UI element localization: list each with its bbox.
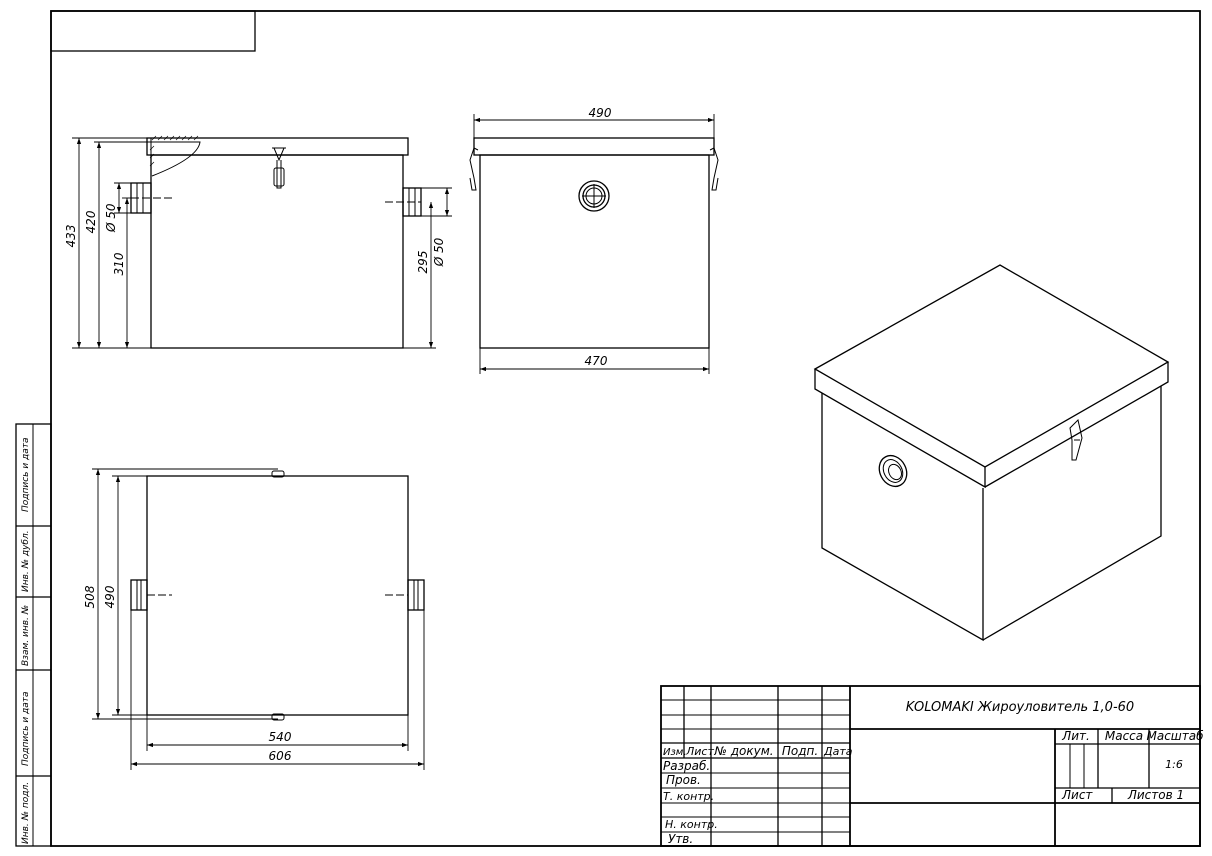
col-izm: Изм. bbox=[663, 747, 687, 758]
stamp-signature-date-1: Подпись и дата bbox=[21, 437, 31, 512]
title-block: KOLOMAKI Жироуловитель 1,0-60 Изм. Лист … bbox=[660, 685, 1204, 847]
row-prov: Пров. bbox=[666, 773, 701, 787]
dim-inlet-d50: Ø 50 bbox=[104, 203, 118, 233]
isometric-view bbox=[813, 264, 1170, 642]
dim-310: 310 bbox=[112, 252, 126, 275]
stamp-signature-date-2: Подпись и дата bbox=[21, 691, 31, 766]
side-stamp: Подпись и дата Инв. № дубл. Взам. инв. №… bbox=[15, 423, 52, 847]
row-t-kontr: Т. контр. bbox=[663, 790, 714, 803]
plan-view: 508 490 540 606 bbox=[83, 468, 425, 770]
lit-label: Лит. bbox=[1061, 729, 1090, 743]
col-signature: Подп. bbox=[782, 744, 818, 758]
dim-outlet-d50: Ø 50 bbox=[432, 237, 446, 267]
dim-front-490: 490 bbox=[589, 106, 612, 120]
drawing-frame bbox=[50, 10, 1201, 847]
sheet-label: Лист bbox=[1061, 788, 1093, 802]
stamp-inv-dubl: Инв. № дубл. bbox=[21, 530, 31, 592]
scale-label: Масштаб bbox=[1146, 729, 1204, 743]
row-n-kontr: Н. контр. bbox=[665, 818, 718, 831]
dim-plan-540: 540 bbox=[269, 730, 292, 744]
row-utv: Утв. bbox=[668, 832, 693, 846]
dim-420: 420 bbox=[84, 210, 98, 233]
dim-295: 295 bbox=[416, 251, 430, 274]
stamp-vzam-inv: Взам. инв. № bbox=[21, 605, 31, 666]
dim-plan-490: 490 bbox=[103, 585, 117, 608]
top-left-empty-box bbox=[50, 10, 256, 52]
dim-plan-508: 508 bbox=[83, 585, 97, 608]
sheets-count-label: Листов 1 bbox=[1127, 788, 1184, 802]
front-view: 490 470 bbox=[469, 106, 719, 374]
row-razrab: Разраб. bbox=[663, 759, 710, 773]
side-view: 433 420 310 Ø 50 Ø 50 295 bbox=[64, 135, 452, 349]
dim-front-470: 470 bbox=[585, 354, 608, 368]
mass-label: Масса bbox=[1105, 729, 1143, 743]
stamp-inv-podl: Инв. № подл. bbox=[21, 782, 31, 844]
scale-value: 1:6 bbox=[1165, 758, 1183, 771]
dim-433: 433 bbox=[64, 225, 78, 248]
col-doc-number: № докум. bbox=[713, 744, 773, 758]
col-list: Лист bbox=[685, 745, 714, 758]
dim-plan-606: 606 bbox=[269, 749, 292, 763]
document-title: KOLOMAKI Жироуловитель 1,0-60 bbox=[906, 700, 1134, 715]
col-date: Дата bbox=[823, 745, 853, 758]
